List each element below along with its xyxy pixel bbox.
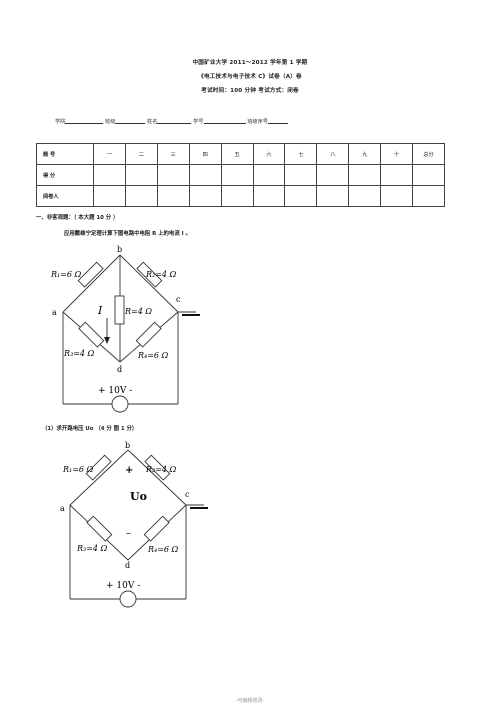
score-table: 题 号 一 二 三 四 五 六 七 八 九 十 总分 得 分 阅卷人 [36, 143, 445, 207]
student-info-row: 学院 班级 姓名 学号 班级序号 [55, 117, 288, 125]
resistor-r [114, 295, 125, 325]
column-header: 十 [380, 143, 414, 165]
student-id-field [203, 117, 246, 124]
grader-cell[interactable] [380, 185, 414, 207]
footer-text: -可编辑修改- [235, 698, 265, 704]
grader-cell[interactable] [124, 185, 158, 207]
column-header: 二 [124, 143, 158, 165]
node-d-label: d [117, 365, 122, 374]
exam-course-title: 《电工技术与电子技术 C》试卷（A）卷 [198, 74, 302, 80]
r3-label: R₃=4 Ω [76, 544, 108, 553]
node-b-label: b [125, 441, 130, 450]
r-label: R=4 Ω [124, 307, 152, 316]
voltage-source-icon [111, 395, 129, 413]
row-title: 阅卷人 [36, 185, 94, 207]
score-cell[interactable] [124, 164, 158, 186]
open-circuit-diagram: b a c d R₁=6 Ω R₂=4 Ω R₃=4 Ω R₄=6 Ω + Uo… [60, 441, 208, 608]
score-cell[interactable] [156, 164, 190, 186]
resistor-r3 [78, 321, 105, 348]
node-b-label: b [117, 245, 122, 254]
score-cell[interactable] [412, 164, 445, 186]
name-field [157, 117, 192, 124]
r2-label: R₂=4 Ω [145, 270, 177, 279]
score-cell[interactable] [348, 164, 382, 186]
name-label: 姓名 [147, 119, 158, 125]
r1-label: R₁=6 Ω [62, 465, 94, 474]
column-header: 五 [220, 143, 254, 165]
r4-label: R₄=6 Ω [137, 351, 169, 360]
grader-cell[interactable] [220, 185, 254, 207]
grader-cell[interactable] [412, 185, 445, 207]
grader-cell[interactable] [348, 185, 382, 207]
source-label: + 10V - [98, 386, 132, 396]
column-header: 总分 [412, 143, 445, 165]
score-cell[interactable] [252, 164, 286, 186]
bridge-circuit-diagram: b a c d R₁=6 Ω R₂=4 Ω R₃=4 Ω R₄=6 Ω R=4 … [50, 245, 200, 413]
exam-university-title: 中国矿业大学 2011～2012 学年第 1 学期 [192, 60, 308, 66]
node-a-label: a [52, 308, 57, 317]
arrow-head-icon [104, 337, 110, 344]
node-c-label: c [185, 490, 190, 499]
grader-cell[interactable] [316, 185, 350, 207]
resistor-r2 [136, 261, 163, 288]
seq-label: 班级序号 [247, 119, 268, 125]
current-label: I [97, 304, 103, 317]
table-row: 阅卷人 [36, 185, 445, 207]
r4-label: R₄=6 Ω [147, 545, 179, 554]
question-text: 应用戴维宁定理计算下图电路中电阻 R 上的电流 I 。 [64, 231, 191, 237]
score-cell[interactable] [93, 164, 126, 186]
plus-sign: + [125, 465, 133, 476]
grader-cell[interactable] [156, 185, 190, 207]
column-header: 一 [93, 143, 126, 165]
voltage-source-icon [119, 590, 137, 608]
college-field [65, 117, 104, 124]
section-title: 一、非客观题：（ 本大题 10 分 ） [36, 215, 119, 221]
resistor-r1 [85, 454, 112, 481]
table-row: 题 号 一 二 三 四 五 六 七 八 九 十 总分 [36, 143, 445, 165]
college-label: 学院 [55, 119, 66, 125]
node-a-label: a [60, 504, 65, 513]
resistor-r4 [135, 321, 162, 348]
class-field [115, 117, 146, 124]
column-header: 四 [188, 143, 222, 165]
grader-cell[interactable] [188, 185, 222, 207]
table-row: 得 分 [36, 164, 445, 186]
minus-sign: – [126, 528, 131, 539]
r3-label: R₃=4 Ω [63, 349, 95, 358]
source-label: + 10V - [106, 581, 140, 591]
uo-label: Uo [130, 490, 147, 503]
score-cell[interactable] [380, 164, 414, 186]
column-header: 八 [316, 143, 350, 165]
row-title: 得 分 [36, 164, 94, 186]
score-cell[interactable] [188, 164, 222, 186]
column-header: 九 [348, 143, 382, 165]
sub-question-title: （1）求开路电压 Uo （4 分 图 1 分） [42, 426, 138, 432]
grader-cell[interactable] [252, 185, 286, 207]
student-id-label: 学号 [193, 119, 204, 125]
node-d-label: d [125, 561, 130, 570]
resistor-r2 [144, 454, 171, 481]
column-header: 七 [284, 143, 318, 165]
score-cell[interactable] [316, 164, 350, 186]
class-label: 班级 [105, 119, 116, 125]
column-header: 六 [252, 143, 286, 165]
row-title: 题 号 [36, 143, 94, 165]
resistor-r4 [143, 515, 170, 542]
node-c-label: c [176, 295, 181, 304]
resistor-r1 [77, 261, 104, 288]
seq-field [267, 117, 288, 124]
column-header: 三 [156, 143, 190, 165]
grader-cell[interactable] [93, 185, 126, 207]
r2-label: R₂=4 Ω [145, 465, 177, 474]
exam-time-mode: 考试时间：100 分钟 考试方式：闭卷 [201, 88, 299, 94]
grader-cell[interactable] [284, 185, 318, 207]
score-cell[interactable] [220, 164, 254, 186]
score-cell[interactable] [284, 164, 318, 186]
r1-label: R₁=6 Ω [50, 270, 82, 279]
resistor-r3 [86, 515, 113, 542]
